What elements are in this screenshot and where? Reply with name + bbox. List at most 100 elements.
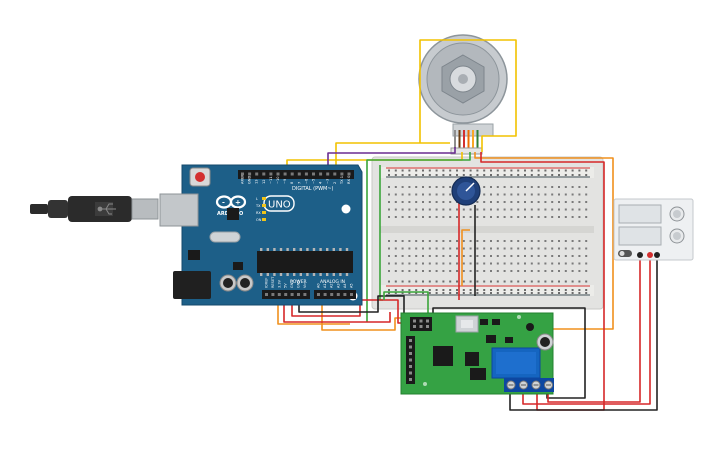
breadboard-hole — [415, 193, 418, 196]
crystal-oscillator — [209, 231, 241, 243]
breadboard-hole — [401, 240, 404, 242]
breadboard-hole — [530, 240, 533, 242]
breadboard-hole — [435, 255, 438, 257]
rail-hole — [408, 174, 411, 176]
wire-red-power[interactable] — [283, 290, 391, 323]
rail-hole — [388, 289, 390, 291]
wire-red-psu[interactable] — [522, 255, 651, 405]
breadboard-hole — [456, 247, 458, 250]
wire-yellow-motor[interactable] — [419, 39, 517, 152]
breadboard-hole — [422, 216, 424, 218]
breadboard-hole — [449, 193, 452, 196]
wire-yellow-motor-arduino[interactable] — [335, 142, 450, 170]
breadboard-hole — [571, 186, 574, 188]
breadboard-hole — [388, 201, 390, 203]
rail-hole — [578, 292, 581, 294]
breadboard-hole — [558, 247, 560, 250]
usb-cable[interactable] — [30, 196, 159, 222]
breadboard-hole — [442, 262, 445, 265]
breadboard-hole — [578, 240, 581, 242]
driver-mcu-chip — [433, 346, 453, 366]
digital-pin-label: TX 1 — [340, 176, 344, 185]
analog-header — [314, 290, 356, 299]
breadboard-hole — [578, 270, 581, 272]
power-pin-label: IOREF — [265, 278, 269, 288]
power-pin — [277, 293, 281, 296]
breadboard-hole — [496, 186, 499, 188]
breadboard-hole — [496, 201, 499, 203]
breadboard-hole — [483, 240, 486, 242]
power-pin-label: 3.3V — [277, 279, 281, 288]
rail-hole — [394, 289, 397, 291]
power-supply[interactable] — [613, 198, 694, 261]
breadboard-hole — [428, 186, 431, 188]
digital-pin — [312, 172, 315, 176]
breadboard-hole — [435, 208, 438, 211]
rail-hole — [408, 280, 411, 283]
breadboard-hole — [524, 208, 526, 211]
chip-leg — [266, 273, 269, 276]
wires[interactable] — [277, 39, 658, 411]
breadboard-hole — [551, 193, 554, 196]
rail-hole — [564, 289, 567, 291]
rail-hole — [517, 289, 520, 291]
rail-hole — [530, 289, 533, 291]
psu-terminal-3[interactable] — [654, 252, 660, 258]
breadboard-hole — [442, 201, 445, 203]
wire-black-psu[interactable] — [509, 255, 658, 411]
rail-hole — [517, 280, 520, 283]
breadboard-hole — [456, 208, 458, 211]
wire-green-driver[interactable] — [383, 291, 429, 318]
wire-purple[interactable] — [327, 147, 456, 172]
driver-header-pin — [426, 325, 429, 328]
psu-terminal-2[interactable] — [647, 252, 653, 258]
breadboard-hole — [571, 216, 574, 218]
wire-red-psu-2[interactable] — [547, 255, 641, 403]
breadboard[interactable] — [371, 156, 604, 310]
rail-hole — [510, 169, 513, 172]
wire-red-supply[interactable] — [480, 152, 605, 411]
breadboard-hole — [524, 193, 526, 196]
breadboard-hole — [415, 270, 418, 272]
breadboard-hole — [551, 208, 554, 211]
rail-hole — [578, 280, 581, 283]
wire-green-motor[interactable] — [366, 152, 471, 322]
breadboard-hole — [496, 262, 499, 265]
breadboard-hole — [585, 193, 588, 196]
breadboard-hole — [585, 240, 588, 242]
motor-driver-board[interactable] — [400, 312, 554, 395]
chip-leg — [286, 248, 289, 251]
breadboard-hole — [503, 216, 506, 218]
wire-orange-pot[interactable] — [461, 229, 470, 286]
breadboard-hole — [544, 247, 547, 250]
potentiometer[interactable] — [451, 176, 481, 206]
motor[interactable] — [418, 34, 508, 155]
breadboard-hole — [564, 186, 567, 188]
rail-hole — [394, 169, 397, 172]
breadboard-hole — [551, 255, 554, 257]
breadboard-hole — [564, 208, 567, 211]
uno-text: UNO — [268, 200, 291, 211]
breadboard-hole — [435, 247, 438, 250]
digital-pin — [241, 172, 244, 176]
wire-orange-rail[interactable] — [437, 152, 614, 330]
rail-hole — [401, 169, 404, 172]
digital-pin — [248, 172, 252, 176]
breadboard-hole — [517, 208, 520, 211]
breadboard-hole — [456, 216, 458, 218]
wire-black-driver[interactable] — [432, 307, 586, 399]
rail-hole — [585, 289, 588, 291]
chip-leg — [293, 248, 296, 251]
digital-pin — [269, 172, 273, 176]
rail-hole — [551, 174, 554, 176]
breadboard-hole — [564, 216, 567, 218]
driver-side-pin — [409, 358, 412, 362]
breadboard-hole — [408, 270, 411, 272]
driver-side-pin — [409, 365, 412, 368]
breadboard-hole — [415, 255, 418, 257]
reset-button[interactable] — [195, 172, 205, 182]
psu-terminal-1[interactable] — [637, 252, 643, 258]
rail-hole — [558, 292, 560, 294]
breadboard-hole — [578, 216, 581, 218]
